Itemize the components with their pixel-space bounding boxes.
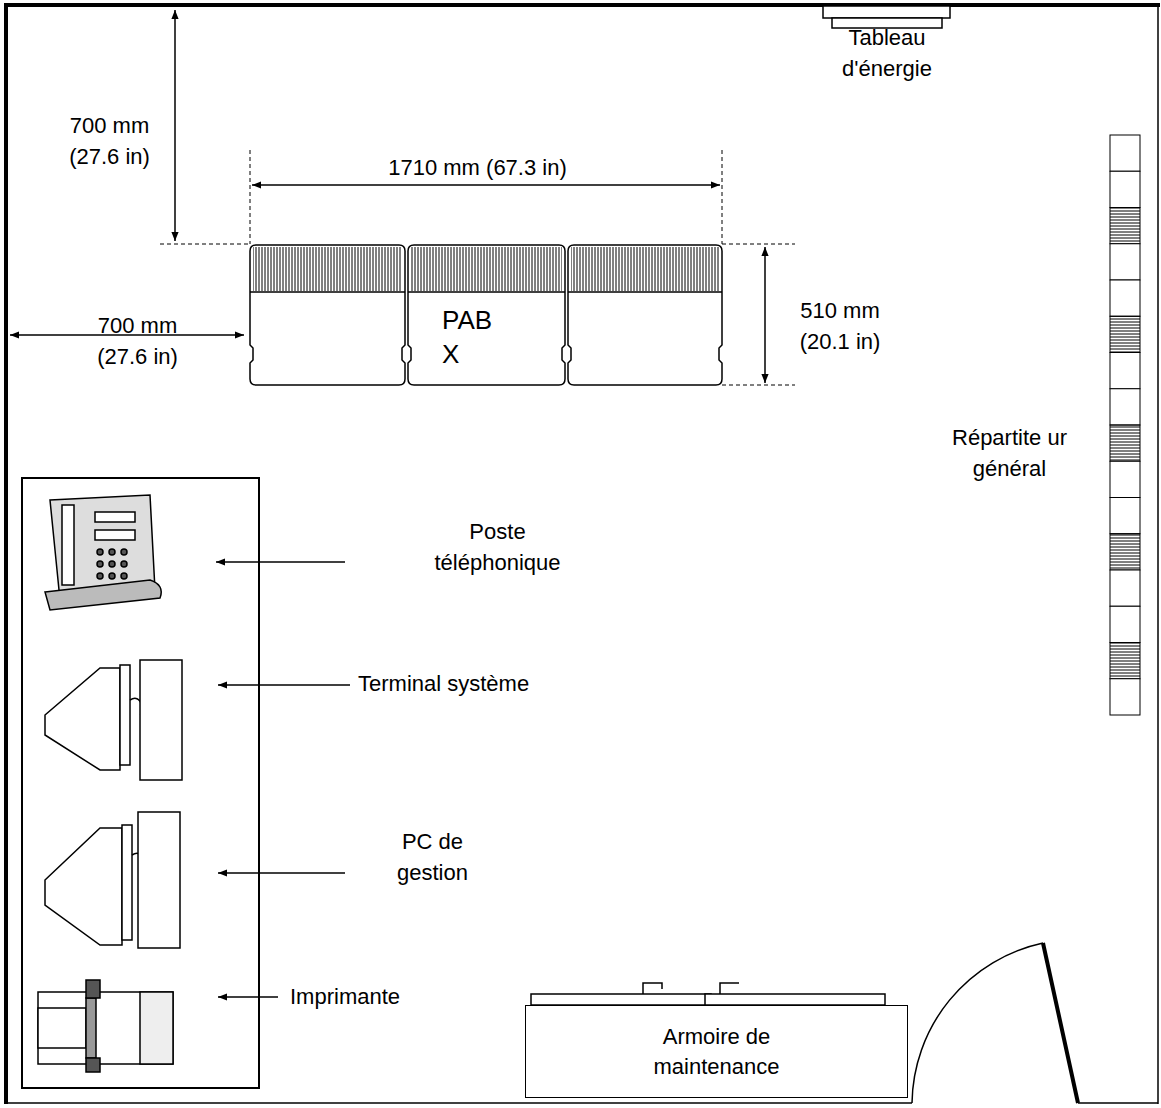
frame-cell [1110,425,1140,461]
frame-cell [1110,389,1140,425]
frame-cell [1110,353,1140,389]
room-wall [4,3,1160,1104]
door [912,943,1078,1103]
telephone-icon [45,495,161,610]
frame-cell [1110,244,1140,280]
power-panel [823,6,950,28]
cabinet-line [568,291,722,293]
dimension-label: 700 mm (27.6 in) [52,110,167,172]
part-label: Imprimante [290,981,450,1012]
cabinet-line [408,291,565,293]
dimension-label: 1710 mm (67.3 in) [345,152,610,183]
part-label: Poste téléphonique [420,516,575,578]
cabinet-lid [531,983,885,1005]
leader-arrows [216,562,350,997]
frame-cell [1110,135,1140,171]
node-label: Armoire de maintenance [637,1022,797,1082]
frame-cell [1110,498,1140,534]
node-label: PAB X [442,303,504,371]
printer-icon [38,980,173,1072]
dimension-lines [10,10,795,385]
pabx-cabinet [568,245,722,385]
pabx-cabinets [250,245,722,385]
pc-icon [45,812,180,948]
dimension-label: 700 mm (27.6 in) [80,310,195,372]
cabinet-line [250,291,405,293]
frame-cell [1110,606,1140,642]
part-label: Tableau d'énergie [832,22,942,84]
cabinet-vent [411,247,562,291]
cabinet-vent [571,247,719,291]
pabx-cabinet [250,245,405,385]
part-label: Répartite ur général [952,422,1067,484]
cabinet-vent [253,247,402,291]
frame-cell [1110,208,1140,244]
maintenance-cabinet: Armoire de maintenance [525,1005,908,1098]
frame-cell [1110,570,1140,606]
frame-cell [1110,461,1140,497]
frame-cell [1110,643,1140,679]
distribution-frame [1110,135,1140,715]
frame-cell [1110,316,1140,352]
pabx-cabinet [408,245,565,385]
pabx-cabinet: PAB X [408,245,565,385]
part-label: PC de gestion [375,826,490,888]
dimension-label: 510 mm (20.1 in) [780,295,900,357]
frame-cell [1110,171,1140,207]
terminal-icon [45,660,182,780]
frame-cell [1110,534,1140,570]
part-label: Terminal système [358,668,588,699]
frame-cell [1110,280,1140,316]
frame-cell [1110,679,1140,715]
